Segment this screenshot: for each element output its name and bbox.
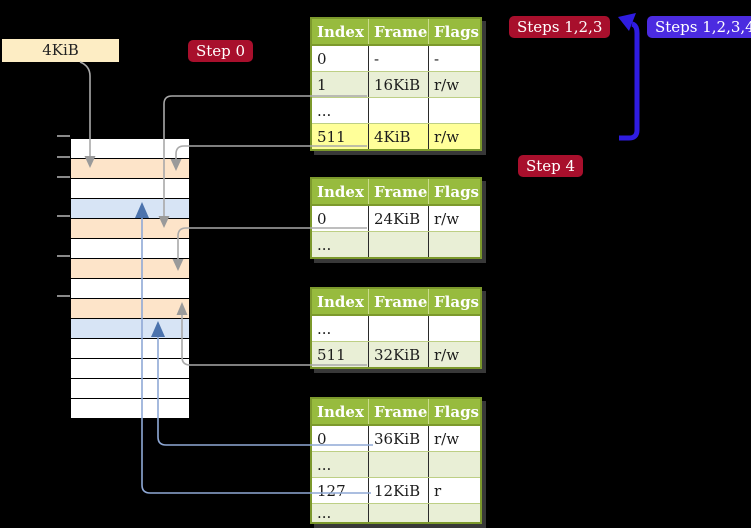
cell-flags [428,503,480,522]
badge-step-4: Step 4 [518,155,584,177]
memory-frame-28kib-free [71,279,189,299]
cell-frame: 4KiB [368,123,429,149]
cell-frame: 36KiB [368,425,429,452]
memory-tick [57,135,70,137]
column-header: Flags [428,179,480,206]
page-table-2: Index Frame Flags 0 24KiB r/w ... [310,177,482,259]
column-header: Frame [368,289,429,316]
column-header: Index [312,399,369,426]
table-header-row: Index Frame Flags [312,289,480,316]
page-table-1: Index Frame Flags 0 - - 1 16KiB r/w ... … [310,17,482,151]
table-header-row: Index Frame Flags [312,19,480,46]
page-table-3: Index Frame Flags ... 511 32KiB r/w [310,287,482,369]
cell-flags [428,97,480,124]
memory-frame-16kib-pagetable [71,219,189,239]
column-header: Flags [428,289,480,316]
cell-index: 511 [312,341,369,367]
table-row: 511 32KiB r/w [312,341,480,367]
cell-flags [428,231,480,257]
cell-index: ... [312,231,369,257]
cell-frame [368,503,429,522]
memory-frame-52kib-free [71,399,189,419]
table-row: 0 - - [312,45,480,72]
table-row: 0 24KiB r/w [312,205,480,232]
memory-frame-4kib-pagetable [71,159,189,179]
arrowhead-up-left-icon [618,13,636,31]
cell-index: 0 [312,205,369,232]
table-row-highlighted: 511 4KiB r/w [312,123,480,149]
cell-frame [368,231,429,257]
column-header: Frame [368,19,429,46]
cell-flags: r/w [428,341,480,367]
cell-flags [428,451,480,478]
memory-frame-36kib-mapped [71,319,189,339]
memory-tick [57,215,70,217]
cell-index: ... [312,451,369,478]
cell-frame: 24KiB [368,205,429,232]
cell-flags: r/w [428,425,480,452]
column-header: Flags [428,19,480,46]
frame-size-label: 4KiB [42,41,79,59]
table-header-row: Index Frame Flags [312,179,480,206]
column-header: Index [312,289,369,316]
memory-frame-12kib-mapped [71,199,189,219]
table-row: ... [312,503,480,522]
cell-frame: - [368,45,429,72]
table-row: 0 36KiB r/w [312,425,480,452]
cell-index: 511 [312,123,369,149]
badge-step-0: Step 0 [188,40,254,62]
cell-flags: r/w [428,123,480,149]
memory-frame-0kib-free [71,139,189,159]
table-header-row: Index Frame Flags [312,399,480,426]
cell-flags: r [428,477,480,504]
cell-index: 0 [312,45,369,72]
column-header: Frame [368,179,429,206]
badge-steps-1-2-3: Steps 1,2,3 [509,16,611,38]
cell-flags: - [428,45,480,72]
memory-frame-8kib-free [71,179,189,199]
cell-index: ... [312,97,369,124]
cell-frame [368,315,429,342]
memory-frame-32kib-pagetable [71,299,189,319]
cell-index: 0 [312,425,369,452]
table-row: ... [312,315,480,342]
memory-tick [57,255,70,257]
cell-frame [368,451,429,478]
cell-frame: 12KiB [368,477,429,504]
memory-tick [57,295,70,297]
column-header: Frame [368,399,429,426]
cell-flags: r/w [428,71,480,98]
arrow-steps-loop [619,21,640,141]
cell-frame: 32KiB [368,341,429,367]
cell-flags [428,315,480,342]
cell-index: ... [312,315,369,342]
memory-tick [57,176,70,178]
cell-index: 1 [312,71,369,98]
memory-tick [57,156,70,158]
table-row: 127 12KiB r [312,477,480,504]
column-header: Index [312,19,369,46]
memory-column [71,138,189,419]
table-row: 1 16KiB r/w [312,71,480,98]
cell-index: 127 [312,477,369,504]
memory-frame-20kib-free [71,239,189,259]
table-row: ... [312,97,480,124]
cell-index: ... [312,503,369,522]
page-table-4: Index Frame Flags 0 36KiB r/w ... 127 12… [310,397,482,524]
column-header: Flags [428,399,480,426]
table-row: ... [312,451,480,478]
cell-flags: r/w [428,205,480,232]
memory-frame-48kib-free [71,379,189,399]
cell-frame [368,97,429,124]
memory-frame-24kib-pagetable [71,259,189,279]
badge-steps-1-2-3-4: Steps 1,2,3,4 [647,16,751,38]
cell-frame: 16KiB [368,71,429,98]
table-row: ... [312,231,480,257]
frame-size-legend: 4KiB [2,39,119,62]
column-header: Index [312,179,369,206]
memory-frame-44kib-free [71,359,189,379]
memory-frame-40kib-free [71,339,189,359]
